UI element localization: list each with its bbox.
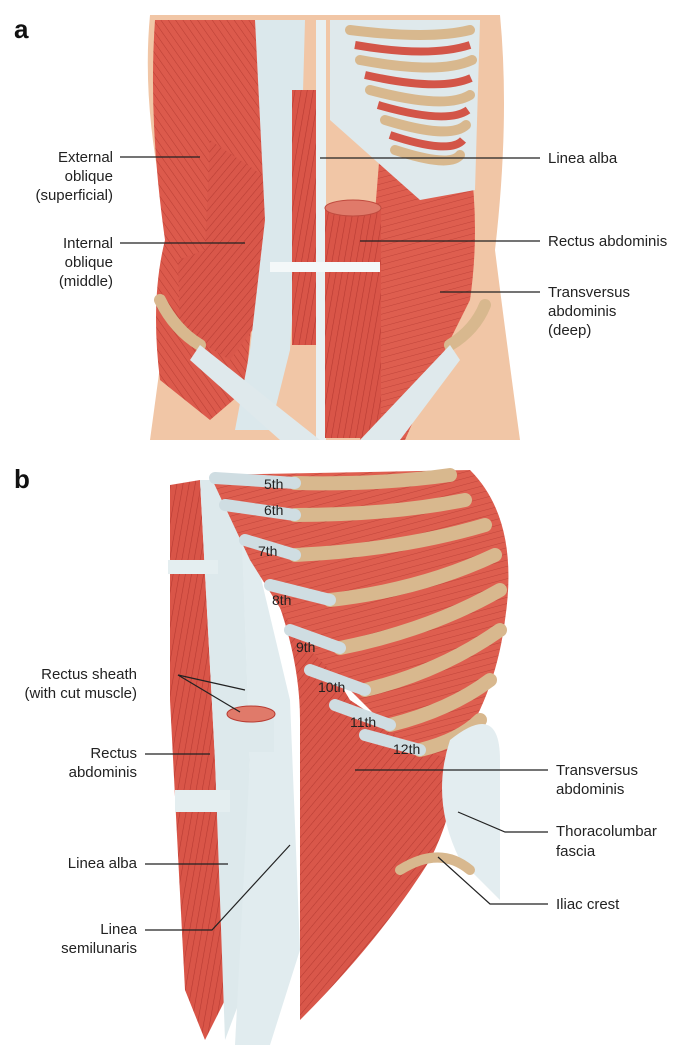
iliac-crest-text: Iliac crest xyxy=(556,896,620,913)
ribs-a xyxy=(345,25,477,166)
label-rectus-sheath-b: Rectus sheath (with cut muscle) xyxy=(24,666,246,713)
label-linea-alba-b: Linea alba xyxy=(68,855,228,872)
panel-b-letter: b xyxy=(14,464,30,494)
transversus-b-line-2: abdominis xyxy=(556,781,624,798)
panel-a-figure xyxy=(147,15,520,440)
linea-alba-a-text: Linea alba xyxy=(548,150,618,167)
internal-oblique-line-3: (middle) xyxy=(59,273,113,290)
label-rectus-abdominis-a: Rectus abdominis xyxy=(360,233,667,250)
rib-label-10: 10th xyxy=(318,679,345,695)
label-transversus-a: Transversus abdominis (deep) xyxy=(440,284,630,339)
label-external-oblique-a: External oblique (superficial) xyxy=(35,149,200,204)
rib-label-8: 8th xyxy=(272,592,291,608)
ribs-b xyxy=(288,468,507,757)
rectus-strip-b xyxy=(170,480,225,1040)
rib-label-11: 11th xyxy=(350,714,376,730)
label-iliac-crest-b: Iliac crest xyxy=(437,856,620,913)
thoracolumbar-leader xyxy=(457,811,548,833)
transversus-a-line-2: abdominis xyxy=(548,303,616,320)
inguinal-fascia-a xyxy=(190,345,320,440)
rectus-abdominis-b-line-2: abdominis xyxy=(69,764,137,781)
internal-oblique-muscle xyxy=(178,140,275,360)
label-linea-semilunaris-b: Linea semilunaris xyxy=(61,844,291,957)
iliac-crest-leader xyxy=(437,856,548,905)
rectus-abdominis-b-line-1: Rectus xyxy=(90,745,137,762)
transversus-abdominis-b xyxy=(230,500,453,1020)
rib-labels: 5th 6th 7th 8th 9th 10th 11th 12th xyxy=(258,476,420,757)
thoracolumbar-fascia-b xyxy=(442,724,500,900)
iliac-crest-right-a xyxy=(444,299,491,351)
rectus-sheath-line-1: Rectus sheath xyxy=(41,666,137,683)
label-thoracolumbar-b: Thoracolumbar fascia xyxy=(457,811,657,860)
linea-semilunaris-region xyxy=(235,490,300,1045)
external-oblique-aponeurosis xyxy=(235,20,305,430)
rectus-sheath-leader-2 xyxy=(177,674,241,713)
rectus-abdominis-a-text: Rectus abdominis xyxy=(548,233,667,250)
external-oblique-line-1: External xyxy=(58,149,113,166)
external-oblique-line-3: (superficial) xyxy=(35,187,113,204)
linea-alba-strip xyxy=(316,20,326,440)
linea-alba-b-text: Linea alba xyxy=(68,855,138,872)
iliac-crest-left-a xyxy=(154,294,206,351)
rib-label-9: 9th xyxy=(296,639,315,655)
external-oblique-line-2: oblique xyxy=(65,168,113,185)
linea-semilunaris-line-1: Linea xyxy=(100,921,137,938)
rectus-abdominis-muscle xyxy=(325,208,381,438)
label-internal-oblique-a: Internal oblique (middle) xyxy=(59,235,245,290)
rectus-cut-end xyxy=(324,199,382,217)
panel-b-figure xyxy=(168,468,509,1045)
label-rectus-abdominis-b: Rectus abdominis xyxy=(69,745,210,781)
cut-rectus-end-b xyxy=(226,705,276,723)
transversus-a-line-1: Transversus xyxy=(548,284,630,301)
costal-cartilage-b xyxy=(209,472,426,756)
transversus-abdominis-muscle xyxy=(360,150,475,440)
internal-oblique-line-2: oblique xyxy=(65,254,113,271)
rectus-left-column xyxy=(292,90,316,345)
rib-label-6: 6th xyxy=(264,502,283,518)
rectus-sheath-leader-1 xyxy=(177,674,246,691)
linea-semilunaris-leader xyxy=(145,844,291,931)
tendinous-intersection xyxy=(270,262,380,272)
panel-a-letter: a xyxy=(14,14,29,44)
thoracolumbar-line-1: Thoracolumbar xyxy=(556,823,657,840)
transversus-a-line-3: (deep) xyxy=(548,322,591,339)
linea-semilunaris-line-2: semilunaris xyxy=(61,940,137,957)
rib-label-7: 7th xyxy=(258,543,277,559)
label-transversus-b: Transversus abdominis xyxy=(355,762,638,798)
rectus-sheath-b xyxy=(200,480,250,1040)
thoracolumbar-line-2: fascia xyxy=(556,843,596,860)
rib-label-5: 5th xyxy=(264,476,283,492)
rib-label-12: 12th xyxy=(393,741,420,757)
internal-oblique-line-1: Internal xyxy=(63,235,113,252)
rib-muscle-a xyxy=(354,41,473,151)
transversus-b-line-1: Transversus xyxy=(556,762,638,779)
label-linea-alba-a: Linea alba xyxy=(320,150,618,167)
rectus-sheath-line-2: (with cut muscle) xyxy=(24,685,137,702)
iliac-crest-b xyxy=(395,852,475,875)
